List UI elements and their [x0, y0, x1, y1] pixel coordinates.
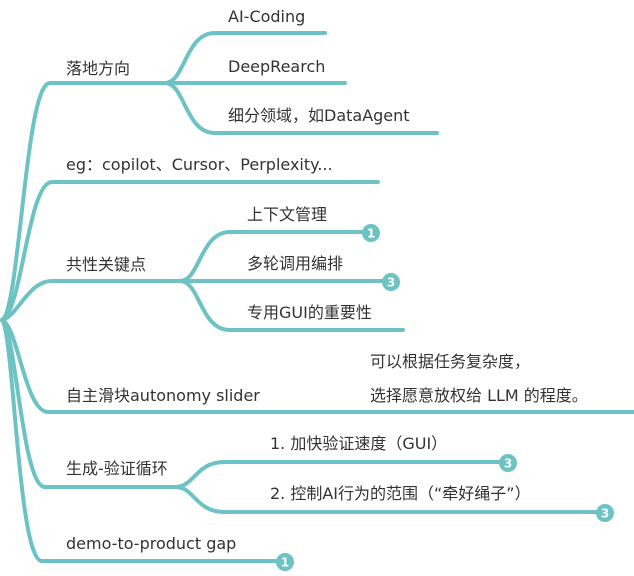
connector-gui	[178, 279, 405, 332]
connector-branch-3	[0, 279, 182, 322]
node-ai-coding[interactable]: AI-Coding	[228, 7, 306, 26]
node-gui-importance[interactable]: 专用GUI的重要性	[247, 303, 372, 322]
node-context-management[interactable]: 上下文管理	[247, 205, 328, 224]
branch-generate-verify-loop[interactable]: 生成-验证循环	[66, 459, 168, 478]
svg-text:3: 3	[504, 457, 512, 471]
connector-dataagent	[163, 81, 439, 135]
note-line-1: 可以根据任务复杂度，	[370, 352, 531, 371]
node-control-scope[interactable]: 2. 控制AI行为的范围（“牵好绳子”）	[270, 484, 531, 503]
svg-text:1: 1	[367, 227, 375, 241]
branch-key-points[interactable]: 共性关键点	[66, 255, 147, 274]
badge-verify-speed[interactable]: 3	[499, 454, 517, 472]
branch-landing-direction[interactable]: 落地方向	[66, 59, 131, 78]
badge-control-scope[interactable]: 3	[596, 504, 614, 522]
connector-branch-2	[0, 180, 380, 322]
connector-branch-6	[0, 318, 284, 563]
note-line-2: 选择愿意放权给 LLM 的程度。	[370, 386, 588, 405]
badge-orchestration[interactable]: 3	[382, 273, 400, 291]
connector-control-scope	[173, 485, 605, 514]
node-deeprearch[interactable]: DeepRearch	[228, 57, 326, 76]
branch-demo-to-product-gap[interactable]: demo-to-product gap	[66, 534, 237, 553]
svg-text:3: 3	[387, 276, 395, 290]
svg-text:3: 3	[601, 507, 609, 521]
connector-branch-1	[0, 81, 167, 322]
node-dataagent[interactable]: 细分领域，如DataAgent	[228, 106, 410, 125]
badges: 1 3 3 3 1	[276, 224, 614, 571]
node-verify-speed[interactable]: 1. 加快验证速度（GUI）	[270, 434, 448, 453]
branch-autonomy-slider[interactable]: 自主滑块autonomy slider	[66, 386, 260, 405]
badge-demo-gap[interactable]: 1	[276, 553, 294, 571]
node-multi-turn-orchestration[interactable]: 多轮调用编排	[247, 254, 344, 273]
svg-text:1: 1	[281, 556, 289, 570]
badge-context[interactable]: 1	[362, 224, 380, 242]
branch-examples[interactable]: eg：copilot、Cursor、Perplexity...	[66, 155, 333, 174]
connector-ai-coding	[163, 31, 327, 85]
